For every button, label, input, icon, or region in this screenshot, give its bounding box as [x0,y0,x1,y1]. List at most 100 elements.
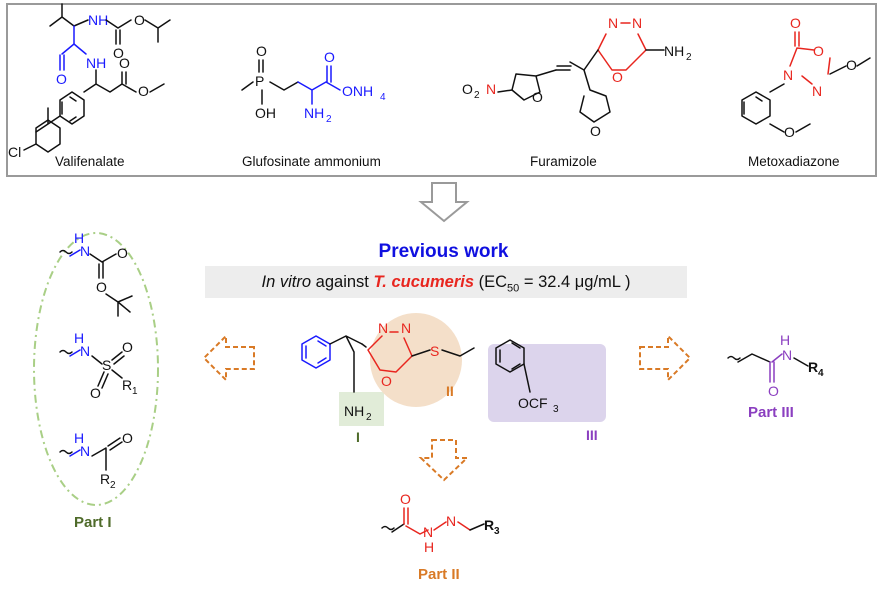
svg-text:H: H [780,332,790,348]
svg-text:O: O [784,124,795,140]
svg-text:O: O [122,430,133,446]
svg-text:N: N [80,243,90,259]
svg-text:O: O [256,43,267,59]
svg-text:P: P [255,73,264,89]
svg-text:O: O [122,339,133,355]
region-i-label: I [356,429,360,445]
metoxadiazone-structure: O O N N O O [741,15,871,140]
svg-text:O: O [790,15,801,31]
svg-text:O: O [96,279,107,295]
svg-text:ONH: ONH [342,83,373,99]
svg-text:O: O [462,81,473,97]
svg-text:S: S [430,343,439,359]
svg-text:O: O [400,491,411,507]
region-ii-label: II [446,383,454,399]
region-iii-label: III [586,427,598,443]
svg-text:N: N [632,15,642,31]
svg-text:O: O [813,43,824,59]
svg-text:N: N [446,513,456,529]
part-ii-structure: O N H N R 3 [381,491,500,555]
svg-text:O: O [117,245,128,261]
region-ii-highlight [370,313,462,407]
svg-text:Cl: Cl [8,144,21,160]
against-text: against [311,273,374,291]
invitro-activity-text: In vitro against T. cucumeris (EC50 = 32… [205,273,687,294]
ec-value: = 32.4 μg/mL ) [519,273,631,291]
known-fungicides-box [6,3,877,177]
svg-text:H: H [74,330,84,346]
svg-text:H: H [74,430,84,446]
svg-text:H: H [74,230,84,246]
furamizole-structure: N N O NH 2 O O N O 2 [462,15,692,139]
part-iii-label: Part III [748,404,794,421]
svg-text:N: N [812,83,822,99]
invitro-italic: In vitro [261,273,312,291]
svg-text:2: 2 [686,52,692,63]
svg-text:N: N [80,443,90,459]
svg-text:NH: NH [86,55,106,71]
part-iii-structure: O H N R 4 [727,332,824,399]
svg-text:N: N [378,320,388,336]
svg-text:O: O [590,123,601,139]
svg-text:S: S [102,357,111,373]
svg-text:1: 1 [132,386,138,397]
svg-text:3: 3 [553,404,559,415]
svg-text:R: R [122,377,132,393]
left-arrow-icon [202,333,255,383]
svg-text:O: O [324,49,335,65]
svg-text:NH: NH [344,403,364,419]
down-orange-arrow-icon [418,439,470,482]
part-i-boc-structure: H N O O [59,230,133,317]
ec-subscript: 50 [507,282,520,295]
region-i-box [339,392,384,426]
svg-text:2: 2 [366,412,372,423]
glufosinate-structure: O P OH NH 2 O ONH 4 [241,43,386,125]
previous-work-title: Previous work [378,241,509,262]
svg-text:OCF: OCF [518,395,548,411]
right-arrow-icon [639,333,692,383]
svg-text:O: O [381,373,392,389]
svg-text:N: N [608,15,618,31]
svg-text:NH: NH [664,43,684,59]
svg-text:2: 2 [326,114,332,125]
svg-text:2: 2 [110,480,116,491]
part-ii-label: Part II [418,566,460,583]
svg-text:R: R [100,471,110,487]
svg-text:O: O [119,55,130,71]
svg-text:N: N [783,67,793,83]
part-i-amide-structure: H N O R 2 [59,430,133,491]
svg-text:O: O [768,383,779,399]
part-i-sulfonamide-structure: H N S O O R 1 [59,330,138,401]
svg-text:O: O [846,57,857,73]
svg-text:2: 2 [474,90,480,101]
svg-text:O: O [56,71,67,87]
metoxadiazone-name: Metoxadiazone [748,154,840,169]
atom-nh: NH [88,12,108,28]
svg-text:OH: OH [255,105,276,121]
part-i-ellipse [33,232,159,506]
svg-text:NH: NH [304,105,324,121]
svg-text:O: O [134,12,145,28]
svg-text:N: N [486,81,496,97]
organism-name: T. cucumeris [373,273,475,291]
down-arrow-icon [418,182,470,223]
svg-text:O: O [90,385,101,401]
valifenalate-name: Valifenalate [55,154,125,169]
svg-text:O: O [113,45,124,61]
part-i-label: Part I [74,514,112,531]
svg-text:O: O [612,69,623,85]
svg-text:4: 4 [818,368,824,379]
svg-text:N: N [401,320,411,336]
furamizole-name: Furamizole [530,154,597,169]
svg-text:O: O [138,83,149,99]
svg-text:3: 3 [494,526,500,537]
region-iii-box [488,344,606,422]
valifenalate-structure: NH O O O NH O O Cl [8,3,171,160]
glufosinate-name: Glufosinate ammonium [242,154,381,169]
invitro-box [205,266,687,298]
svg-text:4: 4 [380,92,386,103]
svg-text:H: H [424,539,434,555]
lead-compound-structure: N N O S OCF 3 NH 2 [301,320,559,423]
